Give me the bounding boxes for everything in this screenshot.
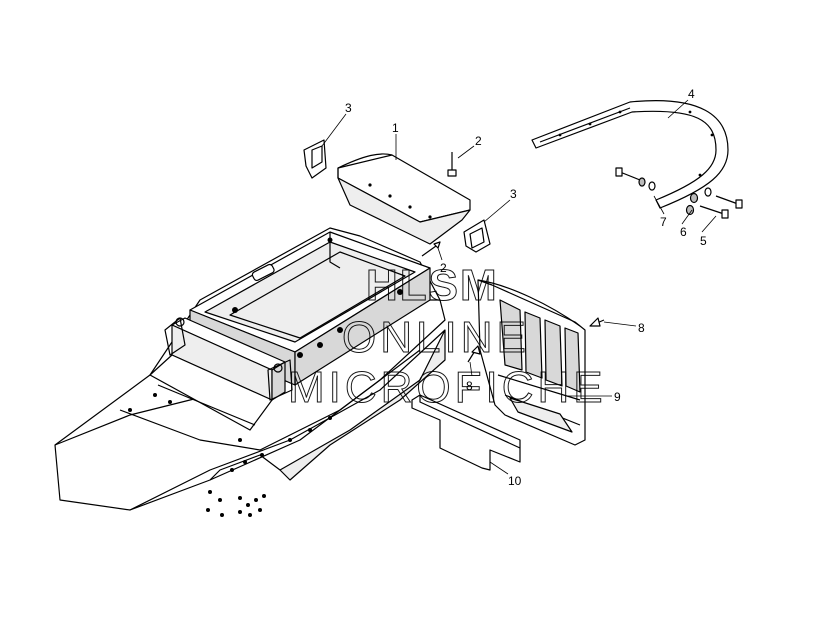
callout-9: 9 (614, 390, 621, 404)
callout-labels: 1 2 2 3 3 4 5 6 7 8 8 9 10 (345, 87, 707, 488)
leader-lines (321, 99, 717, 475)
front-crossbar (149, 317, 293, 431)
part-7-nuts (638, 177, 699, 216)
part-3-bracket-left (303, 139, 327, 179)
part-1-storage-lid (337, 153, 471, 245)
part-8-rivet-arrow-left (467, 345, 481, 363)
callout-3-right: 3 (510, 187, 517, 201)
part-9-rear-grille (477, 279, 586, 446)
part-2-screw-lower (421, 241, 441, 257)
callout-3-left: 3 (345, 101, 352, 115)
callout-8-right: 8 (638, 321, 645, 335)
callout-1: 1 (392, 121, 399, 135)
callout-6: 6 (680, 225, 687, 239)
callout-4: 4 (688, 87, 695, 101)
part-10-mud-flap (411, 394, 521, 471)
callout-2-upper: 2 (475, 134, 482, 148)
watermark: HLSM ONLINE MICROFICHE (288, 261, 607, 413)
watermark-line-1: HLSM (366, 261, 499, 310)
part-4-grab-bar (531, 100, 729, 209)
chassis-holes (128, 237, 403, 517)
watermark-line-2: ONLINE (342, 313, 530, 362)
callout-7: 7 (660, 215, 667, 229)
part-6-washers (648, 181, 712, 197)
callout-10: 10 (508, 474, 522, 488)
callout-8-left: 8 (466, 379, 473, 393)
part-8-rivet-arrow-right (589, 317, 605, 327)
part-2-screw-upper (447, 152, 457, 177)
part-3-bracket-right (463, 219, 491, 253)
callout-5: 5 (700, 234, 707, 248)
part-5-bolts (615, 167, 743, 219)
watermark-line-3: MICROFICHE (288, 363, 607, 412)
callout-2-lower: 2 (440, 261, 447, 275)
